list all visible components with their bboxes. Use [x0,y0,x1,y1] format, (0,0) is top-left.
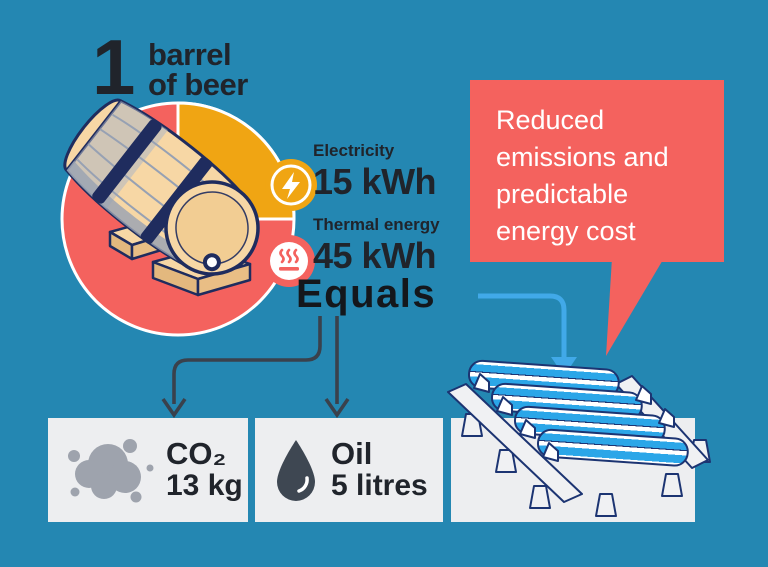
electricity-label: Electricity [313,141,395,160]
title-number: 1 [92,23,135,111]
oil-output-box: Oil 5 litres [255,418,443,522]
thermal-energy-icon [263,235,315,287]
co2-value: 13 kg [166,469,243,502]
thermal-value: 45 kWh [313,235,437,276]
heat-exchanger-illustration [447,359,711,517]
lightning-bolt-icon [282,172,300,199]
rack-rail-left [447,383,583,503]
heat-waves-icon [279,248,299,264]
smoke-cloud-icon [68,439,154,503]
barrel-bung-hole [202,253,221,272]
co2-output-box: CO₂ 13 kg [48,418,248,522]
title-line-1: barrel [148,37,232,72]
speech-bubble-tail [606,258,664,356]
electricity-value: 15 kWh [313,161,437,202]
oil-droplet-icon [277,440,315,501]
title-line-2: of beer [148,67,248,102]
beer-barrel [63,98,260,276]
electricity-icon [265,159,317,211]
oil-label: Oil [331,436,373,471]
pipe-brackets [473,373,675,462]
thermal-metric: Thermal energy 45 kWh [313,215,440,277]
co2-label: CO₂ [166,436,227,471]
electricity-metric: Electricity 15 kWh [313,141,437,203]
page-title: barrel of beer [148,37,248,102]
speech-bubble: Reduced emissions and predictable energy… [470,80,724,262]
barrel-pie-illustration [60,98,317,337]
equals-label: Equals [296,272,437,316]
speech-bubble-text: Reduced emissions and predictable energy… [496,105,669,246]
oil-value: 5 litres [331,469,428,502]
striped-pipes [467,359,689,467]
co2-text-group: CO₂ 13 kg [166,438,243,502]
thermal-label: Thermal energy [313,215,440,234]
rack-legs [461,413,711,517]
oil-text-group: Oil 5 litres [331,438,428,502]
